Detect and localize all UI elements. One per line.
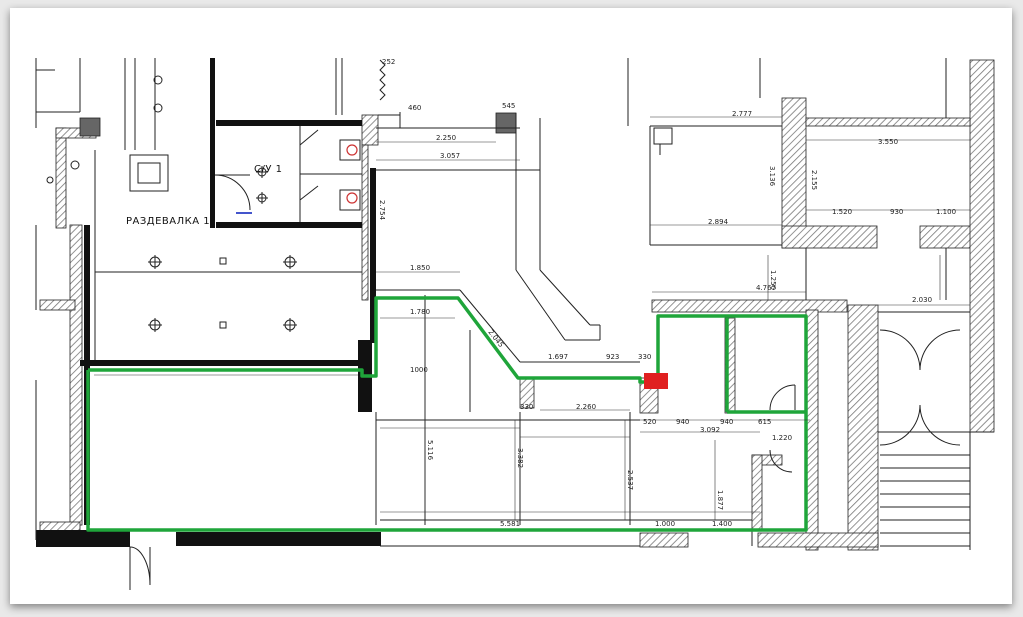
- dim-label: 2.250: [436, 134, 456, 142]
- ceiling-light-icons: [46, 75, 297, 332]
- dim-label: 2.754: [378, 200, 386, 221]
- hatched-walls: [39, 59, 995, 551]
- dim-label: 1.850: [410, 264, 430, 272]
- dim-label: 252: [382, 58, 395, 66]
- dim-label: 2.030: [912, 296, 932, 304]
- dim-label: 1.520: [832, 208, 852, 216]
- plan-lines: [35, 58, 994, 590]
- dim-label: 2.537: [626, 470, 634, 490]
- dim-label: 3.136: [768, 166, 776, 187]
- dim-label: 1.877: [716, 490, 724, 510]
- sink-icon-2: [346, 192, 358, 204]
- dim-label: 1.220: [772, 434, 792, 442]
- dim-label: 1.400: [712, 520, 732, 528]
- room-label-wc: С/У 1: [254, 164, 283, 175]
- highlighted-area-outline: [86, 296, 808, 532]
- dim-label: 460: [408, 104, 421, 112]
- dimension-labels: 1.850 1.780 2.045 1.697 923 330 330 2.26…: [378, 58, 956, 528]
- dim-label: 615: [758, 418, 771, 426]
- entry-marker-icon: [644, 373, 668, 389]
- dim-label: 1.000: [655, 520, 675, 528]
- dim-label: 1.697: [548, 353, 568, 361]
- dim-label: 3.057: [440, 152, 460, 160]
- dim-label: 2.260: [576, 403, 596, 411]
- dim-label: 2.777: [732, 110, 752, 118]
- sink-icon: [346, 144, 358, 156]
- dim-label: 3.382: [516, 448, 524, 468]
- dim-label: 330: [638, 353, 651, 361]
- dim-label: 520: [643, 418, 656, 426]
- room-label-changing: РАЗДЕВАЛКА 1: [126, 216, 210, 227]
- dim-label: 1.780: [410, 308, 430, 316]
- dim-label: 545: [502, 102, 515, 110]
- floor-plan-card: РАЗДЕВАЛКА 1 С/У 1 1.850 1.780 2.045 1.6: [10, 8, 1012, 604]
- dim-label: 2.155: [810, 170, 818, 190]
- dim-label: 5.116: [426, 440, 434, 461]
- dim-label: 3.092: [700, 426, 720, 434]
- dim-label: 330: [520, 403, 533, 411]
- dimension-lines: [94, 116, 970, 520]
- dim-label: 3.550: [878, 138, 898, 146]
- dim-label: 940: [676, 418, 689, 426]
- floor-plan: РАЗДЕВАЛКА 1 С/У 1 1.850 1.780 2.045 1.6: [35, 58, 995, 590]
- dim-label: 1.100: [936, 208, 956, 216]
- dim-label: 4.767: [756, 284, 776, 292]
- dim-label: 940: [720, 418, 733, 426]
- dim-label: 5.581: [500, 520, 520, 528]
- dim-label: 1.250: [769, 270, 777, 290]
- dim-label: 923: [606, 353, 619, 361]
- dim-label: 2.894: [708, 218, 729, 226]
- dim-label: 930: [890, 208, 903, 216]
- dim-label: 1000: [410, 366, 428, 374]
